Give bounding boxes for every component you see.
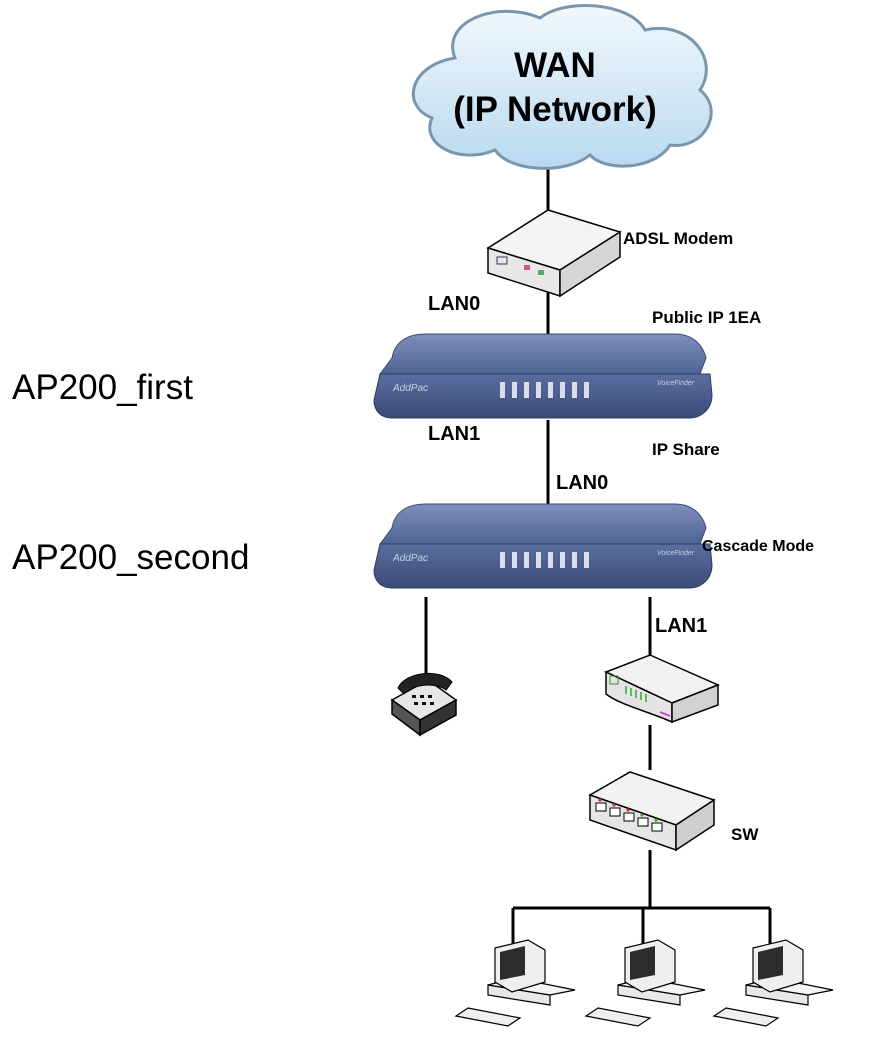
ap2-brand-text: AddPac bbox=[393, 553, 429, 564]
ap200-first-device bbox=[373, 333, 713, 419]
ap2-led-panel bbox=[500, 552, 589, 568]
sw-label: SW bbox=[731, 825, 759, 844]
telephone-icon bbox=[390, 672, 458, 737]
ip-share-label: IP Share bbox=[652, 440, 720, 459]
pc-icon-1 bbox=[454, 939, 576, 1027]
lan1-bottom-label: LAN1 bbox=[655, 615, 708, 637]
ap1-model-text: VoiceFinder bbox=[657, 380, 695, 387]
public-ip-label: Public IP 1EA bbox=[652, 308, 762, 327]
router-icon bbox=[604, 654, 720, 724]
pc-icon-2 bbox=[584, 939, 706, 1027]
wan-cloud-icon bbox=[411, 4, 713, 170]
ap200-second-label: AP200_second bbox=[12, 538, 250, 577]
adsl-modem-label: ADSL Modem bbox=[623, 229, 734, 248]
cloud-line-1: WAN bbox=[514, 46, 596, 85]
lan1-mid-label: LAN1 bbox=[428, 423, 481, 445]
adsl-modem-icon bbox=[486, 209, 622, 298]
switch-ports bbox=[595, 802, 663, 832]
lan0-mid-label: LAN0 bbox=[556, 472, 609, 494]
pc-icon-3 bbox=[712, 939, 834, 1027]
router-ports bbox=[625, 686, 647, 702]
cloud-line-2: (IP Network) bbox=[453, 90, 657, 129]
ap1-brand-text: AddPac bbox=[393, 383, 429, 394]
ap200-second-device bbox=[373, 503, 713, 589]
ap1-led-panel bbox=[500, 382, 589, 398]
ap200-first-label: AP200_first bbox=[12, 368, 193, 407]
switch-icon bbox=[588, 771, 716, 852]
cascade-mode-label: Cascade Mode bbox=[702, 538, 815, 555]
ap2-model-text: VoiceFinder bbox=[657, 550, 695, 557]
lan0-top-label: LAN0 bbox=[428, 293, 481, 315]
wan-cloud-label: WAN (IP Network) bbox=[430, 44, 680, 132]
